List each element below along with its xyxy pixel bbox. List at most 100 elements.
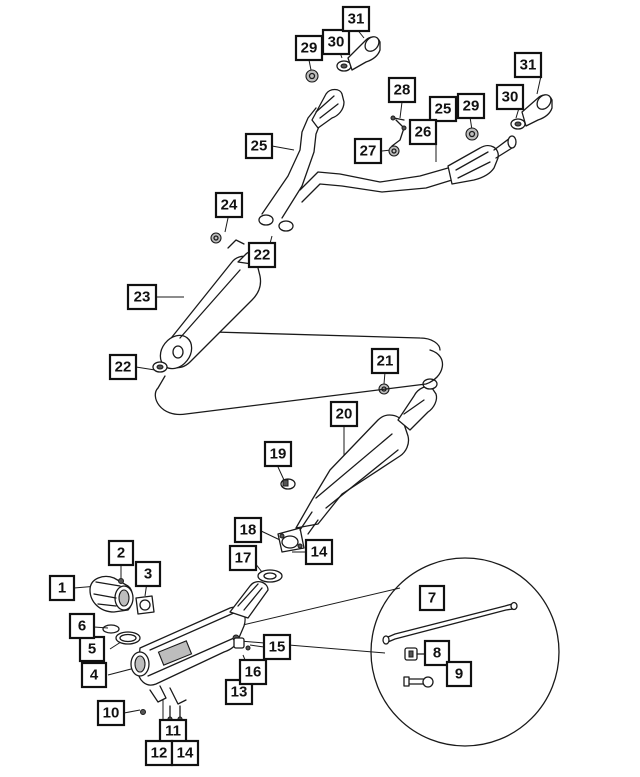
- callout-30-a: 30: [321, 28, 351, 56]
- part-5-v-clamp: [115, 631, 141, 645]
- svg-text:12: 12: [151, 745, 168, 762]
- part-8-clamp: [404, 647, 425, 661]
- detail-magnifier-circle: [370, 557, 560, 747]
- part-25-tailpipe-left: [261, 88, 345, 219]
- callout-4: 4: [80, 661, 108, 689]
- svg-text:25: 25: [251, 138, 268, 155]
- callout-14-a: 14: [304, 538, 334, 566]
- svg-text:27: 27: [360, 143, 377, 160]
- callout-9: 9: [445, 660, 473, 688]
- svg-text:18: 18: [240, 522, 257, 539]
- svg-text:23: 23: [134, 289, 151, 306]
- callout-15: 15: [262, 633, 292, 661]
- callout-29-b: 29: [456, 92, 486, 120]
- part-26-bracket: [391, 119, 407, 147]
- svg-text:16: 16: [245, 664, 262, 681]
- svg-text:31: 31: [520, 57, 537, 74]
- svg-text:7: 7: [428, 590, 436, 607]
- part-30-clamp-right: [510, 118, 526, 130]
- callout-26: 26: [408, 118, 438, 146]
- part-3-gasket: [135, 595, 155, 615]
- callout-19: 19: [263, 440, 293, 468]
- callout-7: 7: [418, 584, 446, 612]
- svg-text:4: 4: [90, 667, 99, 684]
- callout-18: 18: [233, 516, 263, 544]
- part-18-flange: [277, 527, 305, 553]
- tailpipe-loop-upper: [185, 329, 441, 351]
- svg-text:10: 10: [103, 705, 120, 722]
- callout-22-b: 22: [247, 241, 277, 269]
- callout-22-a: 22: [108, 353, 138, 381]
- callout-31-b: 31: [513, 51, 543, 79]
- svg-text:3: 3: [144, 566, 152, 583]
- part-27-isolator: [388, 145, 400, 157]
- callout-12: 12: [144, 739, 174, 767]
- callout-boxes: 1 2 3 4 5 6 7 8 9 10 11 12 13 14 14 15 1…: [48, 5, 543, 767]
- part-22-clamp-upper: [258, 214, 294, 232]
- svg-text:21: 21: [377, 353, 394, 370]
- part-1-turbo-elbow: [89, 575, 134, 613]
- callout-1: 1: [48, 574, 76, 602]
- svg-text:29: 29: [463, 98, 480, 115]
- svg-text:14: 14: [177, 745, 194, 762]
- callout-30-b: 30: [495, 83, 525, 111]
- callout-25-a: 25: [244, 132, 274, 160]
- part-4-dpf-assembly: [130, 606, 246, 705]
- part-10-nut: [140, 709, 146, 715]
- tailpipe-loop: [154, 349, 443, 416]
- svg-text:26: 26: [415, 124, 432, 141]
- svg-text:14: 14: [311, 544, 328, 561]
- mid-pipe-catalyst: [229, 580, 269, 619]
- callout-6: 6: [68, 612, 96, 640]
- front-pipe-assembly: [89, 478, 305, 722]
- svg-text:19: 19: [270, 446, 287, 463]
- callout-21: 21: [370, 347, 400, 375]
- svg-text:6: 6: [78, 618, 86, 635]
- svg-text:5: 5: [88, 641, 96, 658]
- callout-16: 16: [238, 658, 268, 686]
- svg-text:15: 15: [269, 639, 286, 656]
- part-11-studs: [167, 705, 183, 722]
- callout-24: 24: [214, 191, 244, 219]
- part-20-resonator-pipe: [295, 378, 438, 535]
- svg-text:9: 9: [455, 666, 463, 683]
- callout-11: 11: [158, 718, 188, 744]
- callout-14-b: 14: [170, 739, 200, 767]
- part-19-clamp: [280, 478, 296, 490]
- part-9-bolt: [403, 676, 434, 688]
- callout-20: 20: [329, 400, 359, 428]
- svg-text:11: 11: [165, 723, 181, 740]
- callout-8: 8: [423, 639, 451, 667]
- part-28-bolt: [390, 115, 405, 121]
- part-15-sensor-bracket: [233, 637, 251, 651]
- svg-text:28: 28: [394, 82, 411, 99]
- part-6-seal-ring: [102, 624, 120, 634]
- part-22-clamp-lower: [152, 361, 168, 373]
- part-17-flange-gasket: [257, 569, 283, 583]
- svg-text:25: 25: [435, 101, 452, 118]
- svg-text:29: 29: [301, 40, 318, 57]
- svg-text:31: 31: [348, 11, 365, 28]
- callout-2: 2: [107, 539, 135, 567]
- svg-text:8: 8: [433, 645, 441, 662]
- callout-5: 5: [78, 635, 106, 663]
- part-2-clip: [118, 578, 124, 584]
- svg-text:13: 13: [231, 684, 248, 701]
- svg-text:20: 20: [336, 406, 353, 423]
- callout-29-a: 29: [294, 34, 324, 62]
- svg-text:22: 22: [254, 247, 271, 264]
- callout-3: 3: [134, 560, 162, 588]
- callout-31-a: 31: [341, 5, 371, 33]
- callout-27: 27: [353, 137, 383, 165]
- svg-text:24: 24: [221, 197, 238, 214]
- part-25-tailpipe-right: [299, 135, 517, 203]
- svg-text:1: 1: [58, 580, 66, 597]
- callout-23: 23: [126, 283, 158, 311]
- svg-text:30: 30: [328, 34, 345, 51]
- part-23-muffler: [159, 239, 262, 370]
- svg-text:17: 17: [235, 550, 252, 567]
- part-7-hanger-rod: [382, 601, 518, 645]
- svg-text:2: 2: [117, 545, 125, 562]
